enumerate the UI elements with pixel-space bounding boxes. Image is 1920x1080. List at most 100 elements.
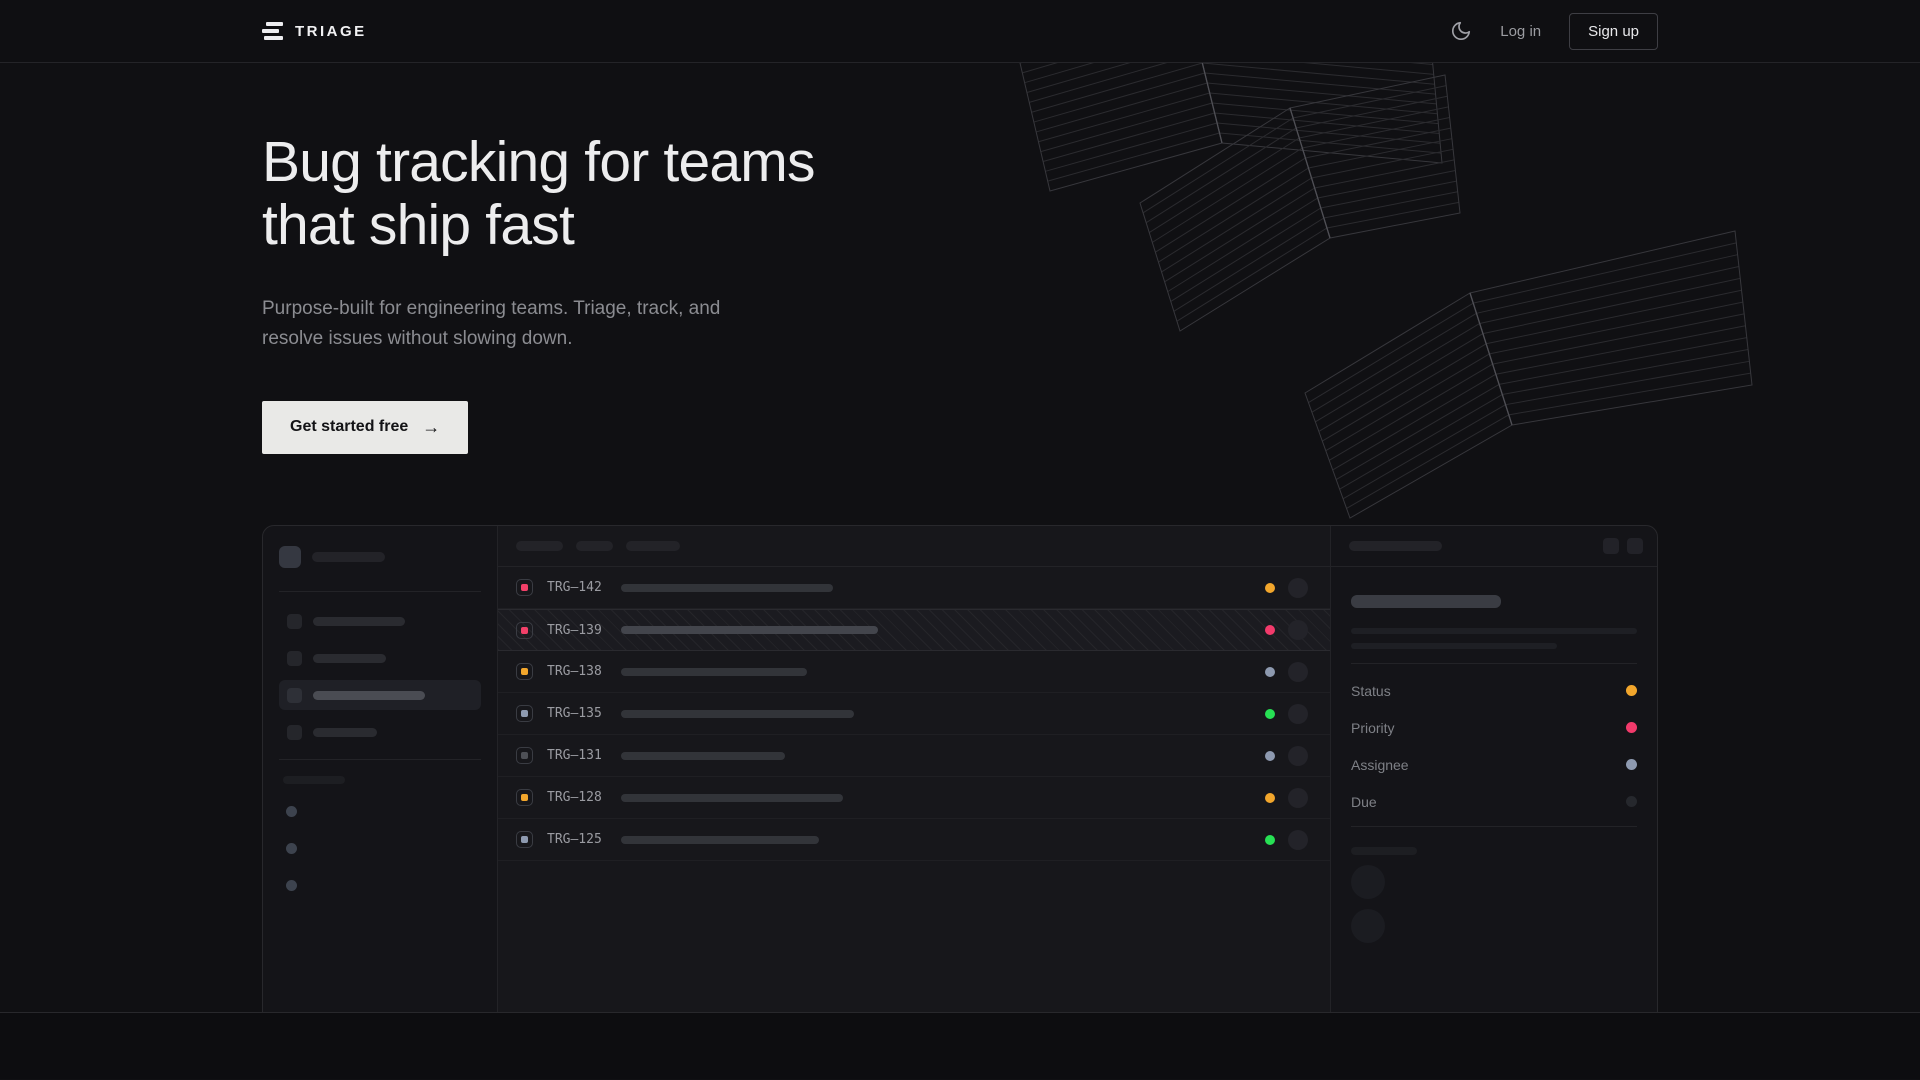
activity-section-label-placeholder — [1351, 847, 1417, 855]
description-line-placeholder — [1351, 643, 1557, 649]
filter-placeholder — [576, 541, 613, 551]
signup-button[interactable]: Sign up — [1569, 12, 1658, 50]
member-dot — [286, 806, 297, 817]
issue-id: TRG–138 — [547, 664, 602, 679]
assignee-avatar — [1288, 620, 1308, 640]
login-link[interactable]: Log in — [1500, 22, 1542, 40]
hero-subtitle: Purpose-built for engineering teams. Tri… — [262, 297, 721, 349]
panel-title-placeholder — [1349, 541, 1442, 551]
mock-issue-list: TRG–142 TRG–139 TRG–138 — [498, 526, 1331, 1012]
brand[interactable]: TRIAGE — [262, 22, 367, 40]
issue-row[interactable]: TRG–128 — [498, 777, 1330, 819]
detail-row-assignee[interactable]: Assignee — [1351, 746, 1637, 783]
member-dot — [286, 843, 297, 854]
mock-workspace-switcher[interactable] — [279, 546, 481, 568]
footer — [0, 1013, 1920, 1079]
mock-nav-item[interactable] — [279, 717, 481, 747]
mock-nav-item[interactable] — [279, 606, 481, 636]
assignee-avatar — [1288, 577, 1308, 598]
issue-type-icon — [516, 621, 533, 639]
status-dot — [1265, 625, 1275, 635]
issue-title-placeholder — [621, 667, 807, 676]
hero-title-line1: Bug tracking for teams — [262, 130, 815, 194]
issue-id: TRG–128 — [547, 790, 602, 805]
issue-title-placeholder — [621, 793, 843, 802]
mock-sidebar — [263, 526, 498, 1012]
activity-avatar — [1351, 865, 1385, 899]
due-value-dot — [1626, 796, 1637, 807]
detail-panel-header — [1331, 526, 1657, 567]
status-dot — [1265, 792, 1275, 803]
status-dot — [1265, 582, 1275, 593]
issue-id: TRG–142 — [547, 580, 602, 595]
divider — [1351, 826, 1637, 827]
issue-row[interactable]: TRG–138 — [498, 651, 1330, 693]
nav-item-icon — [287, 613, 302, 629]
arrow-right-icon: → — [422, 416, 441, 437]
issue-row[interactable]: TRG–125 — [498, 819, 1330, 861]
status-dot — [1265, 834, 1275, 845]
divider — [279, 591, 481, 592]
issue-list-toolbar — [498, 526, 1330, 567]
divider — [1351, 663, 1637, 664]
filter-placeholder — [626, 541, 680, 551]
detail-row-priority[interactable]: Priority — [1351, 709, 1637, 746]
description-line-placeholder — [1351, 628, 1637, 634]
issue-title-placeholder — [1351, 595, 1501, 608]
assignee-value-dot — [1626, 759, 1637, 770]
sidebar-section-label-placeholder — [283, 776, 345, 784]
issue-type-icon — [516, 789, 533, 806]
issue-id: TRG–135 — [547, 706, 602, 721]
priority-value-dot — [1626, 722, 1637, 733]
assignee-avatar — [1288, 661, 1308, 682]
assignee-avatar — [1288, 703, 1308, 724]
status-dot — [1265, 708, 1275, 719]
issue-row[interactable]: TRG–135 — [498, 693, 1330, 735]
divider — [279, 759, 481, 760]
issue-title-placeholder — [621, 709, 854, 718]
issue-row[interactable]: TRG–142 — [498, 567, 1330, 609]
hero-title-line2: that ship fast — [262, 193, 575, 258]
issue-type-icon — [516, 579, 533, 596]
theme-toggle-button[interactable] — [1450, 20, 1472, 42]
status-value-dot — [1626, 685, 1637, 696]
issue-title-placeholder — [621, 835, 819, 844]
issue-type-icon — [516, 663, 533, 680]
top-nav: TRIAGE Log in Sign up — [0, 0, 1920, 63]
panel-action-icon[interactable] — [1603, 538, 1619, 554]
issue-row-selected[interactable]: TRG–139 — [498, 609, 1330, 651]
issue-title-placeholder — [621, 583, 833, 592]
issue-title-placeholder — [621, 626, 878, 634]
app-preview-card: TRG–142 TRG–139 TRG–138 — [262, 525, 1658, 1012]
panel-action-icon[interactable] — [1627, 538, 1643, 554]
issue-title-placeholder — [621, 751, 785, 760]
mock-nav-item-active[interactable] — [279, 680, 481, 710]
status-dot — [1265, 666, 1275, 677]
issue-type-icon — [516, 831, 533, 848]
moon-icon — [1452, 21, 1471, 41]
workspace-avatar — [279, 546, 301, 568]
get-started-label: Get started free — [290, 418, 409, 436]
assignee-avatar — [1288, 745, 1308, 766]
workspace-name-placeholder — [312, 552, 385, 562]
issue-id: TRG–139 — [547, 622, 602, 638]
nav-item-icon — [287, 650, 302, 666]
member-dot — [286, 880, 297, 891]
filter-placeholder — [516, 541, 563, 551]
issue-type-icon — [516, 747, 533, 764]
brand-name: TRIAGE — [295, 22, 367, 40]
status-dot — [1265, 750, 1275, 761]
detail-row-status[interactable]: Status — [1351, 672, 1637, 709]
nav-item-icon — [287, 724, 302, 740]
get-started-button[interactable]: Get started free → — [262, 400, 469, 454]
assignee-avatar — [1288, 829, 1308, 850]
assignee-avatar — [1288, 787, 1308, 808]
issue-row[interactable]: TRG–131 — [498, 735, 1330, 777]
issue-id: TRG–125 — [547, 832, 602, 847]
mock-nav-item[interactable] — [279, 643, 481, 673]
detail-row-due[interactable]: Due — [1351, 783, 1637, 820]
triage-logo-icon — [262, 22, 283, 40]
issue-id: TRG–131 — [547, 748, 602, 763]
